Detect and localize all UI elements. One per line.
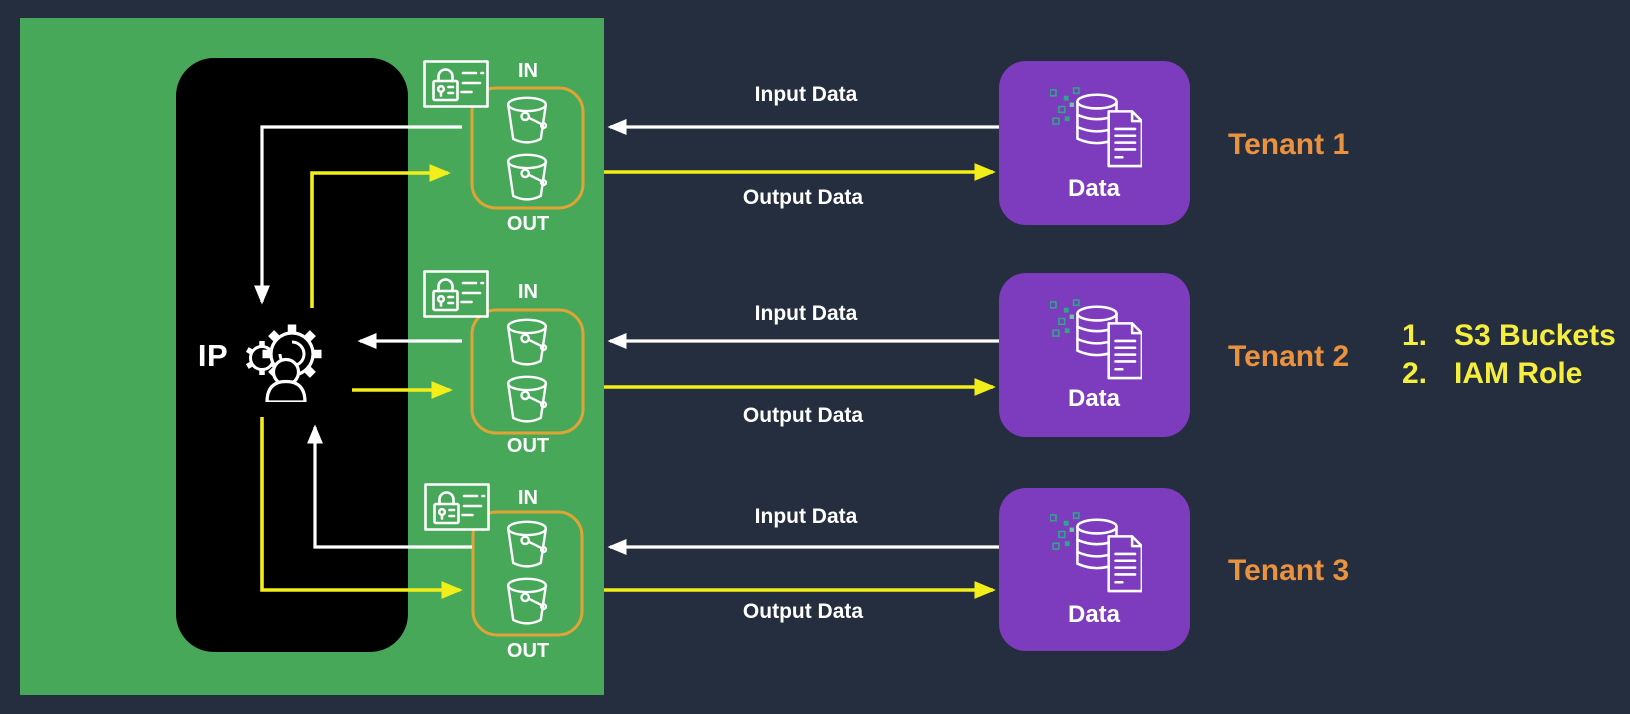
output-data-label-3: Output Data bbox=[742, 600, 864, 623]
gateway-label: IP bbox=[197, 338, 229, 373]
in-connector-group1 bbox=[254, 125, 462, 305]
tenant-3-label: Tenant 3 bbox=[1228, 554, 1350, 587]
bucket-group-2-box bbox=[470, 308, 585, 435]
gear-user-icon bbox=[247, 325, 321, 403]
iam-role-icon-2 bbox=[423, 270, 489, 318]
in-connector-group3 bbox=[307, 424, 472, 549]
legend-item-iam-role: 2. IAM Role bbox=[1402, 355, 1616, 393]
data-label-tenant2: Data bbox=[1067, 385, 1121, 412]
input-data-label-1: Input Data bbox=[754, 83, 858, 106]
input-data-label-2: Input Data bbox=[754, 302, 858, 325]
in-label-group1: IN bbox=[518, 60, 538, 82]
legend-label: S3 Buckets bbox=[1454, 319, 1616, 352]
tenant-1-label: Tenant 1 bbox=[1228, 128, 1350, 161]
bucket-group-3-box bbox=[471, 510, 584, 637]
out-label-group2: OUT bbox=[506, 435, 550, 457]
bucket-group-1-box bbox=[470, 86, 585, 210]
legend-number: 1. bbox=[1402, 319, 1428, 352]
s3-bucket-out-icon-1 bbox=[506, 153, 548, 201]
in-label-group2: IN bbox=[518, 281, 538, 303]
legend-list: 1. S3 Buckets 2. IAM Role bbox=[1402, 317, 1616, 393]
s3-bucket-out-icon-2 bbox=[506, 375, 548, 423]
data-label-tenant1: Data bbox=[1067, 175, 1121, 202]
legend-item-s3-buckets: 1. S3 Buckets bbox=[1402, 317, 1616, 355]
out-connector-group1 bbox=[310, 164, 451, 308]
out-label-group3: OUT bbox=[506, 640, 550, 662]
s3-bucket-in-icon-1 bbox=[506, 96, 548, 144]
input-data-label-3: Input Data bbox=[754, 505, 858, 528]
tenant-2-label: Tenant 2 bbox=[1228, 340, 1350, 373]
in-label-group3: IN bbox=[518, 487, 538, 509]
legend-label: IAM Role bbox=[1454, 357, 1583, 390]
output-data-label-1: Output Data bbox=[742, 186, 864, 209]
output-data-label-2: Output Data bbox=[742, 404, 864, 427]
out-label-group1: OUT bbox=[506, 213, 550, 235]
legend-number: 2. bbox=[1402, 357, 1428, 390]
s3-bucket-out-icon-3 bbox=[506, 577, 548, 625]
out-connector-group3 bbox=[260, 417, 463, 599]
iam-role-icon-3 bbox=[424, 483, 490, 531]
iam-role-icon-1 bbox=[423, 60, 489, 108]
tenant-3-box bbox=[999, 488, 1190, 651]
s3-bucket-in-icon-3 bbox=[506, 520, 548, 568]
data-label-tenant3: Data bbox=[1067, 601, 1121, 628]
s3-bucket-in-icon-2 bbox=[506, 318, 548, 366]
